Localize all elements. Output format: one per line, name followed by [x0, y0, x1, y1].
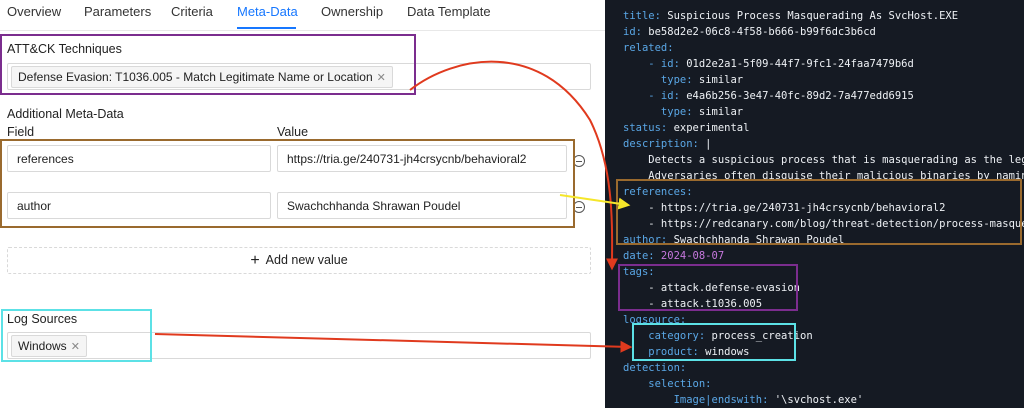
yaml-key: references:	[623, 186, 693, 198]
yaml-tags-line: tags:	[623, 266, 655, 278]
yaml-key: type:	[623, 106, 693, 118]
yaml-key: description:	[623, 138, 699, 150]
yaml-title-line: title: Suspicious Process Masquerading A…	[623, 10, 958, 22]
log-source-tag-label: Windows	[18, 338, 67, 353]
yaml-key: tags:	[623, 266, 655, 278]
remove-tag-icon[interactable]: ✕	[70, 340, 80, 353]
yaml-value: windows	[698, 346, 750, 358]
yaml-related-type: type: similar	[623, 106, 743, 118]
field-input-value: references	[17, 151, 74, 166]
yaml-category-line: category: process_creation	[623, 330, 813, 342]
yaml-date-value: 2024-08-07	[654, 250, 725, 262]
additional-meta-data-label: Additional Meta-Data	[7, 107, 124, 121]
attack-to-tags-arrow	[409, 60, 619, 271]
log-source-tag: Windows✕	[11, 334, 87, 357]
yaml-related-id: - id: e4a6b256-3e47-40fc-89d2-7a477edd69…	[623, 90, 914, 102]
tab-criteria[interactable]: Criteria	[171, 4, 213, 19]
yaml-key: status:	[623, 122, 668, 134]
log-sources-label: Log Sources	[7, 312, 78, 326]
yaml-image-line: Image|endswith: '\svchost.exe'	[623, 394, 864, 406]
yaml-product-line: product: windows	[623, 346, 749, 358]
field-column-header: Field	[7, 125, 35, 139]
sigma-yaml-panel: title: Suspicious Process Masquerading A…	[605, 0, 1024, 408]
yaml-selection-line: selection:	[623, 378, 712, 390]
yaml-detection-line: detection:	[623, 362, 686, 374]
yaml-key: category:	[623, 330, 706, 342]
yaml-tag-item: - attack.defense-evasion	[623, 282, 801, 294]
yaml-reference-item: - https://tria.ge/240731-jh4crsycnb/beha…	[623, 202, 946, 214]
yaml-key: id:	[623, 26, 642, 38]
yaml-key: selection:	[623, 378, 712, 390]
value-input-value: https://tria.ge/240731-jh4crsycnb/behavi…	[287, 151, 527, 166]
yaml-description-text: Detects a suspicious process that is mas…	[648, 154, 1024, 166]
tab-data-template[interactable]: Data Template	[407, 4, 491, 19]
yaml-value: be58d2e2-06c8-4f58-b666-b99f6dc3b6cd	[641, 26, 876, 38]
yaml-key: type:	[623, 74, 693, 86]
yaml-value: |	[698, 138, 712, 150]
yaml-value: '\svchost.exe'	[768, 394, 864, 406]
yaml-id-line: id: be58d2e2-06c8-4f58-b666-b99f6dc3b6cd	[623, 26, 876, 38]
yaml-status-line: status: experimental	[623, 122, 749, 134]
yaml-value: similar	[692, 106, 744, 118]
field-input-value: author	[17, 198, 52, 213]
logsource-arrow	[154, 333, 633, 353]
yaml-reference-item: - https://redcanary.com/blog/threat-dete…	[648, 218, 1024, 230]
yaml-references-line: references:	[623, 186, 693, 198]
log-sources-select[interactable]: Windows✕	[7, 332, 591, 359]
yaml-related-line: related:	[623, 42, 674, 54]
tab-meta-data[interactable]: Meta-Data	[237, 4, 298, 19]
field-input[interactable]: author	[7, 192, 271, 219]
yaml-tag-item: - attack.t1036.005	[623, 298, 763, 310]
rule-editor-panel: Overview Parameters Criteria Meta-Data O…	[0, 0, 605, 362]
field-input[interactable]: references	[7, 145, 271, 172]
yaml-value: e4a6b256-3e47-40fc-89d2-7a477edd6915	[679, 90, 914, 102]
yaml-value: 01d2e2a1-5f09-44f7-9fc1-24faa7479b6d	[679, 58, 914, 70]
add-new-value-button[interactable]: + Add new value	[7, 247, 591, 274]
yaml-key: related:	[623, 42, 674, 54]
tab-ownership[interactable]: Ownership	[321, 4, 384, 19]
value-input-value: Swachchhanda Shrawan Poudel	[287, 198, 461, 213]
yaml-value: experimental	[667, 122, 750, 134]
plus-icon: +	[250, 252, 260, 269]
yaml-key: - id:	[623, 90, 680, 102]
yaml-date-line: date: 2024-08-07	[623, 250, 724, 262]
tab-overview[interactable]: Overview	[7, 4, 62, 19]
yaml-key: date:	[623, 250, 655, 262]
value-input[interactable]: https://tria.ge/240731-jh4crsycnb/behavi…	[277, 145, 567, 172]
yaml-key: product:	[623, 346, 699, 358]
yaml-key: title:	[623, 10, 661, 22]
active-tab-indicator	[237, 27, 296, 29]
attack-techniques-label: ATT&CK Techniques	[7, 42, 122, 56]
attack-techniques-select[interactable]: Defense Evasion: T1036.005 - Match Legit…	[7, 63, 591, 90]
yaml-value: process_creation	[705, 330, 813, 342]
yaml-related-id: - id: 01d2e2a1-5f09-44f7-9fc1-24faa7479b…	[623, 58, 914, 70]
yaml-related-type: type: similar	[623, 74, 743, 86]
yaml-key: - id:	[623, 58, 680, 70]
add-new-value-label: Add new value	[265, 253, 348, 267]
yaml-key: detection:	[623, 362, 687, 374]
tab-bar: Overview Parameters Criteria Meta-Data O…	[0, 0, 605, 31]
attack-technique-tag-label: Defense Evasion: T1036.005 - Match Legit…	[18, 69, 373, 84]
yaml-key: Image|endswith:	[623, 394, 769, 406]
yaml-value: similar	[692, 74, 744, 86]
value-input[interactable]: Swachchhanda Shrawan Poudel	[277, 192, 567, 219]
value-column-header: Value	[277, 125, 309, 139]
yaml-value: Suspicious Process Masquerading As SvcHo…	[660, 10, 959, 22]
tab-parameters[interactable]: Parameters	[84, 4, 152, 19]
metadata-to-references-arrow	[559, 194, 631, 210]
remove-tag-icon[interactable]: ✕	[376, 71, 386, 84]
yaml-description-line: description: |	[623, 138, 712, 150]
attack-technique-tag: Defense Evasion: T1036.005 - Match Legit…	[11, 65, 393, 88]
